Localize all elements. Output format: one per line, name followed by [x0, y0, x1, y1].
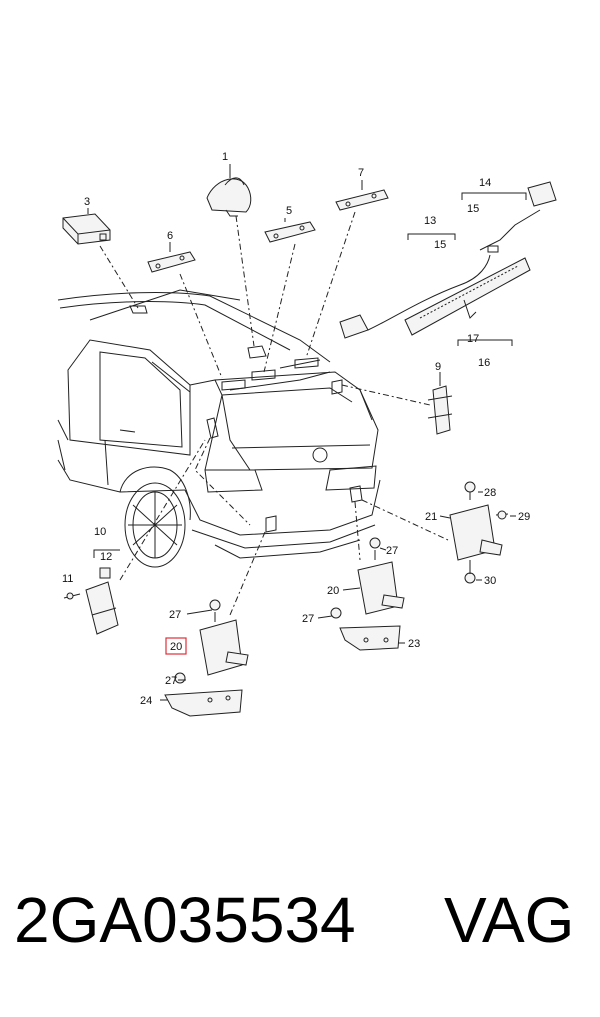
- callout-20-highlighted: 20: [170, 641, 182, 653]
- callout-1: 1: [222, 151, 228, 163]
- part-13-17-antenna-strip: [339, 181, 557, 339]
- callout-17: 17: [467, 333, 479, 345]
- callout-6: 6: [167, 230, 173, 242]
- callout-20: 20: [327, 585, 339, 597]
- callout-12: 12: [100, 551, 112, 563]
- callout-brackets: [87, 164, 527, 701]
- part-5-bracket: [264, 221, 316, 243]
- part-10-sensor: [63, 567, 119, 635]
- callout-21: 21: [425, 511, 437, 523]
- callout-23: 23: [408, 638, 420, 650]
- part-7-bracket: [335, 189, 389, 211]
- callout-9: 9: [435, 361, 441, 373]
- part-3-control-unit: [62, 213, 111, 245]
- part-20-module-middle: [330, 537, 405, 651]
- brand-label: VAG: [444, 884, 575, 956]
- callout-15a: 15: [467, 203, 479, 215]
- leader-lines: [99, 211, 449, 616]
- mount-markers: [129, 305, 363, 533]
- callout-27d: 27: [302, 613, 314, 625]
- callout-27c: 27: [386, 545, 398, 557]
- callout-28: 28: [484, 487, 496, 499]
- callout-3: 3: [84, 196, 90, 208]
- callout-29: 29: [518, 511, 530, 523]
- callout-14: 14: [479, 177, 491, 189]
- callout-10: 10: [94, 526, 106, 538]
- callout-24: 24: [140, 695, 152, 707]
- vehicle-outline: [57, 289, 381, 568]
- callout-11: 11: [62, 573, 73, 585]
- callout-5: 5: [286, 205, 292, 217]
- part-6-bracket: [147, 251, 196, 273]
- part-20-module-highlighted: [164, 599, 249, 717]
- callout-13: 13: [424, 215, 436, 227]
- callout-7: 7: [358, 167, 364, 179]
- part-number: 2GA035534: [14, 884, 356, 956]
- callout-27b: 27: [165, 675, 177, 687]
- part-1-roof-antenna: [206, 177, 252, 217]
- part-21-module: [449, 481, 509, 584]
- callout-15b: 15: [434, 239, 446, 251]
- callout-16: 16: [478, 357, 490, 369]
- highlight-box: [165, 637, 187, 655]
- callout-27a: 27: [169, 609, 181, 621]
- callout-30: 30: [484, 575, 496, 587]
- parts-diagram: 1 3 5 6 7 9 10 11 12 13 14 15 15 16 17 2…: [57, 151, 557, 717]
- part-9-holder: [427, 385, 453, 435]
